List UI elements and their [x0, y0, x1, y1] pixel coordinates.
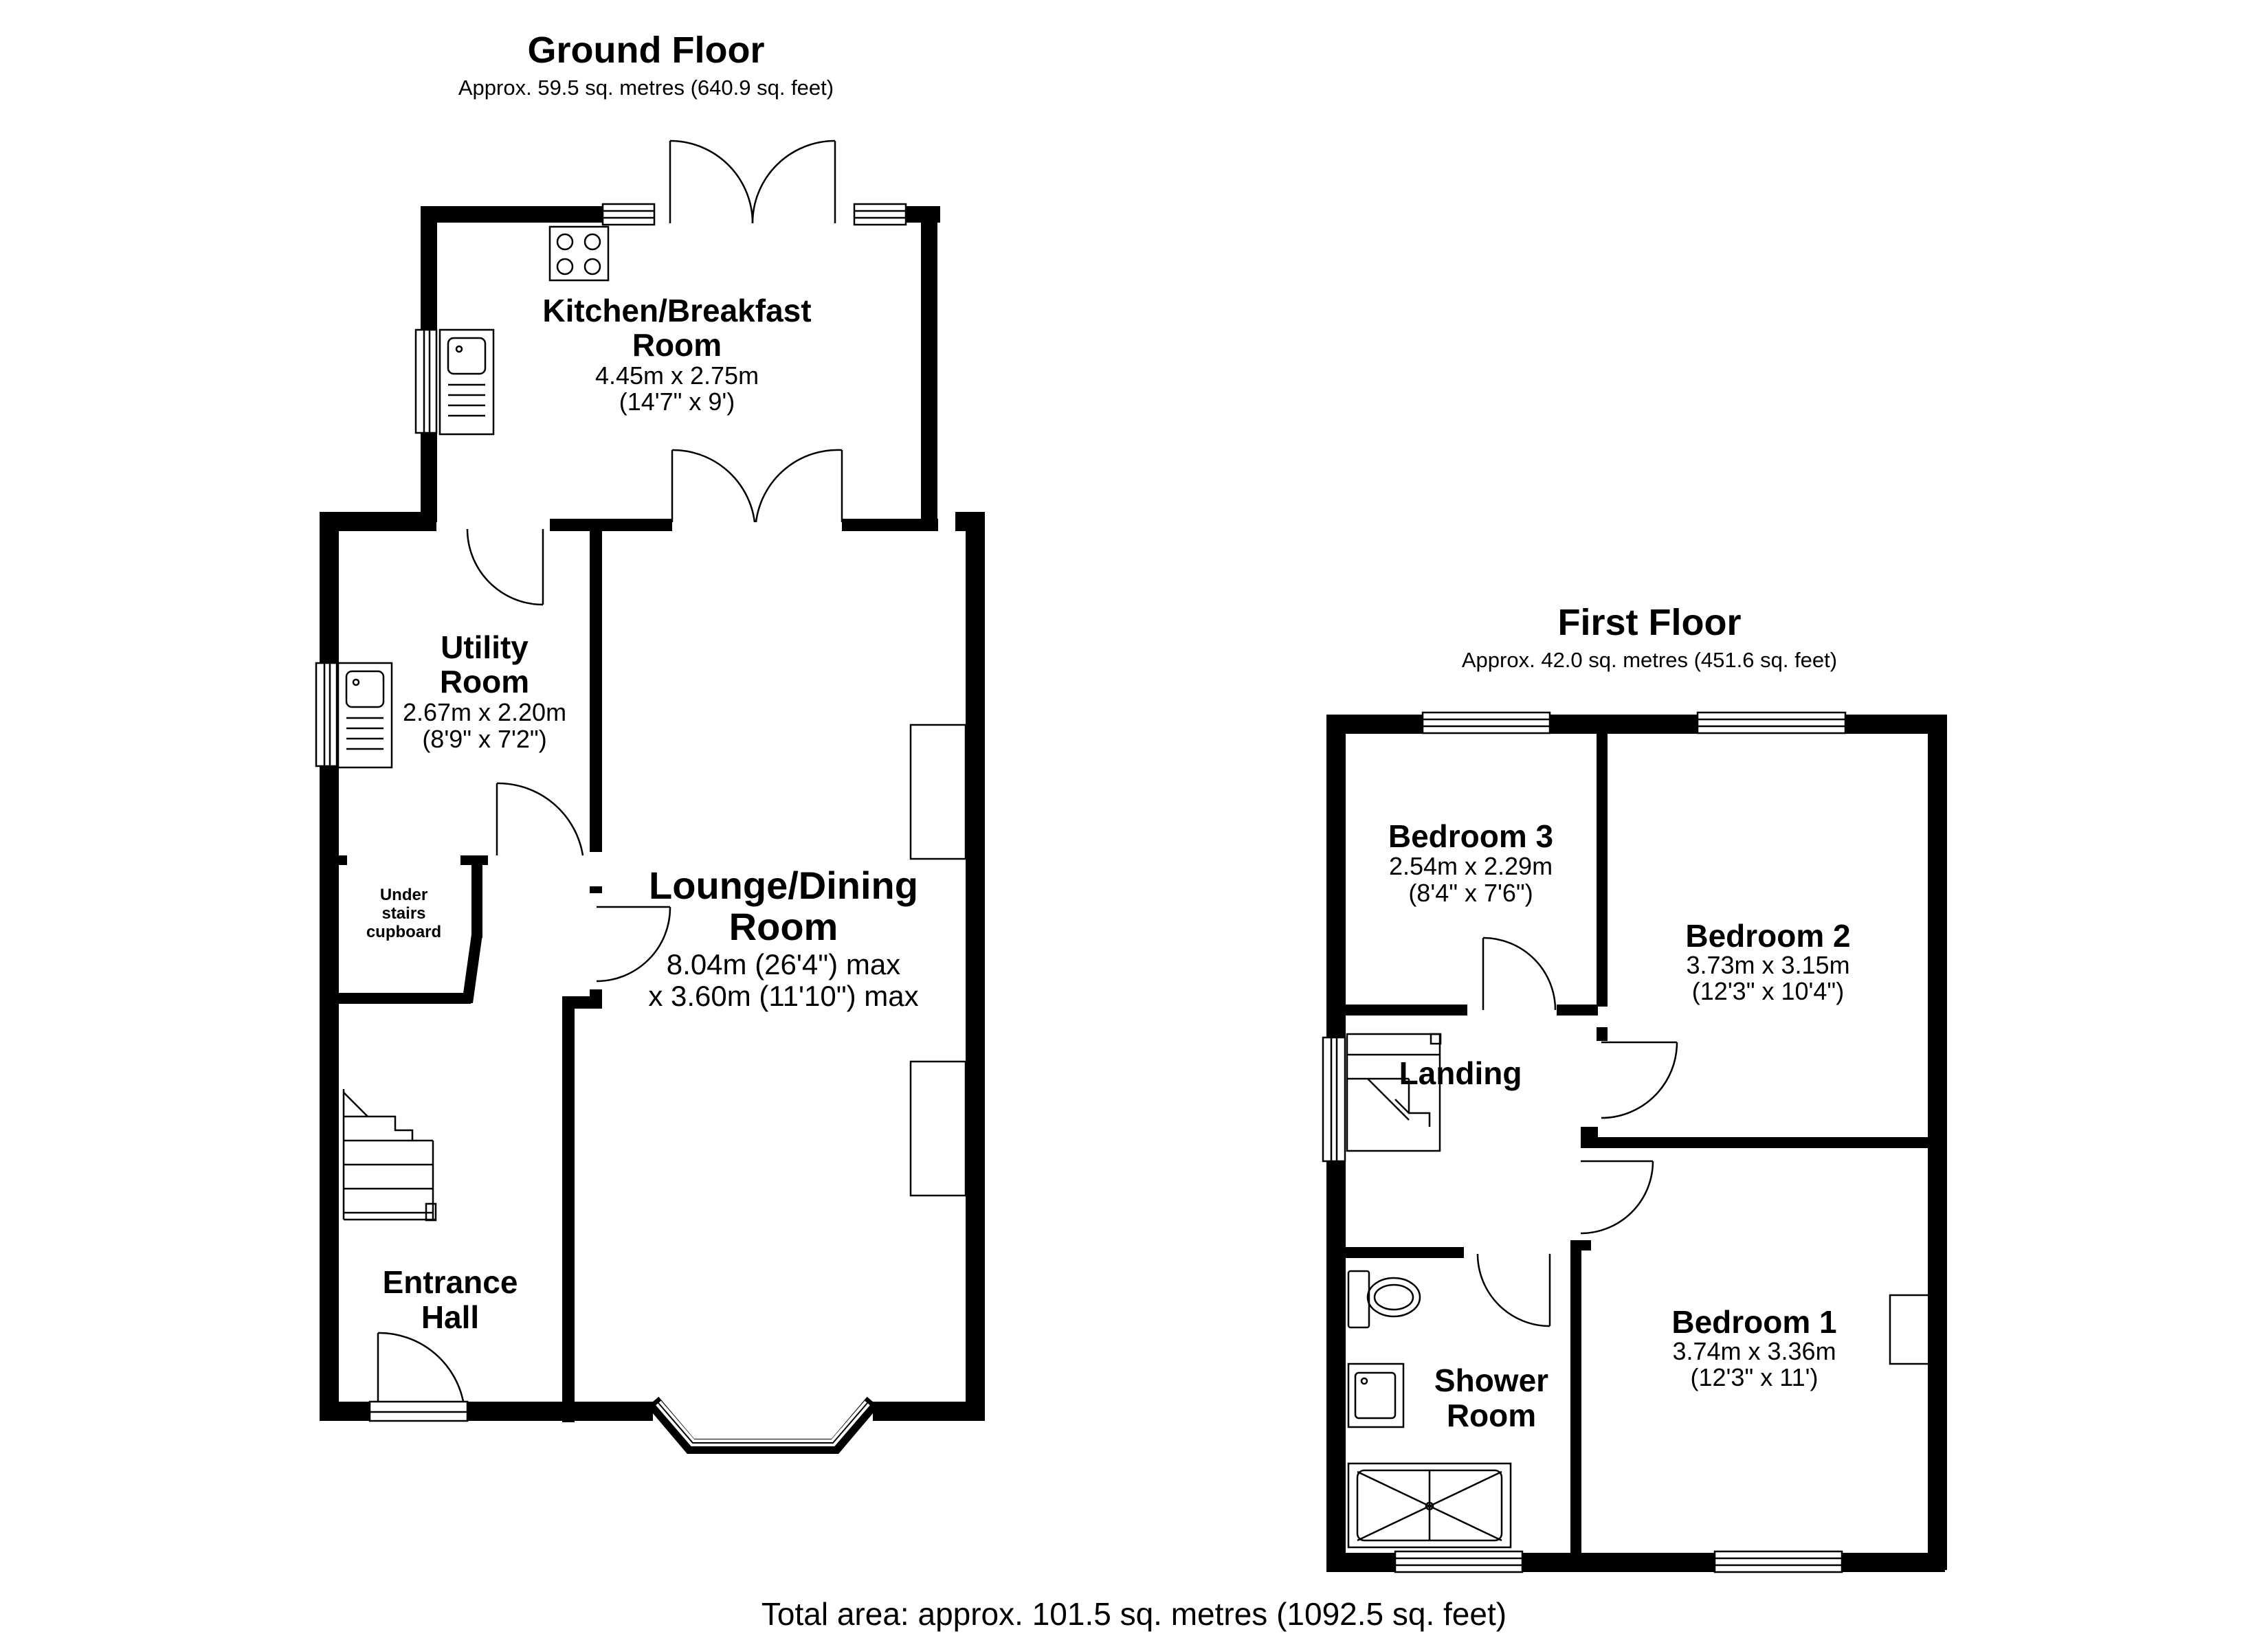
under-stairs-label-2: stairs: [381, 904, 426, 923]
entrance-hall-name-line2: Hall: [421, 1299, 480, 1335]
under-stairs-label-1: Under: [379, 886, 428, 904]
landing-name: Landing: [1399, 1055, 1522, 1091]
utility-size-imperial: (8'9" x 7'2"): [422, 725, 547, 753]
total-area: Total area: approx. 101.5 sq. metres (10…: [761, 1596, 1507, 1632]
entrance-hall-name: Entrance: [382, 1264, 518, 1300]
bedroom3-size: 2.54m x 2.29m: [1388, 852, 1553, 880]
bedroom1-size-imperial: (12'3" x 11'): [1690, 1363, 1819, 1391]
utility-name: Utility: [441, 629, 529, 665]
kitchen-size: 4.45m x 2.75m: [594, 361, 759, 390]
lounge-name: Lounge/Dining: [649, 864, 918, 907]
bedroom2-size-imperial: (12'3" x 10'4"): [1691, 977, 1845, 1005]
lounge-size-line2: x 3.60m (11'10") max: [648, 980, 919, 1012]
ground-floor-title: Ground Floor: [527, 30, 765, 71]
bedroom2-size: 3.73m x 3.15m: [1686, 951, 1850, 979]
under-stairs-label-3: cupboard: [366, 923, 442, 941]
bedroom2-name: Bedroom 2: [1685, 918, 1851, 954]
kitchen-name-line2: Room: [632, 327, 722, 363]
shower-room-name: Shower: [1434, 1362, 1549, 1398]
first-floor-fixtures: [1322, 711, 1943, 1573]
ground-floor-walls: [320, 206, 985, 1422]
kitchen-name: Kitchen/Breakfast: [542, 293, 812, 328]
first-floor-area: Approx. 42.0 sq. metres (451.6 sq. feet): [1461, 648, 1838, 672]
bedroom1-name: Bedroom 1: [1671, 1304, 1837, 1340]
bedroom3-name: Bedroom 3: [1388, 818, 1554, 854]
first-floor-title: First Floor: [1557, 602, 1742, 643]
lounge-name-line2: Room: [729, 905, 838, 948]
ground-floor-fixtures: [315, 139, 967, 1454]
kitchen-size-imperial: (14'7" x 9'): [619, 388, 735, 416]
ground-floor-area: Approx. 59.5 sq. metres (640.9 sq. feet): [458, 76, 834, 100]
utility-size: 2.67m x 2.20m: [402, 698, 567, 726]
shower-room-name-line2: Room: [1446, 1398, 1537, 1433]
lounge-size: 8.04m (26'4") max: [666, 948, 901, 980]
bedroom3-size-imperial: (8'4" x 7'6"): [1408, 879, 1533, 907]
utility-name-line2: Room: [439, 664, 530, 699]
bedroom1-size: 3.74m x 3.36m: [1672, 1337, 1836, 1365]
